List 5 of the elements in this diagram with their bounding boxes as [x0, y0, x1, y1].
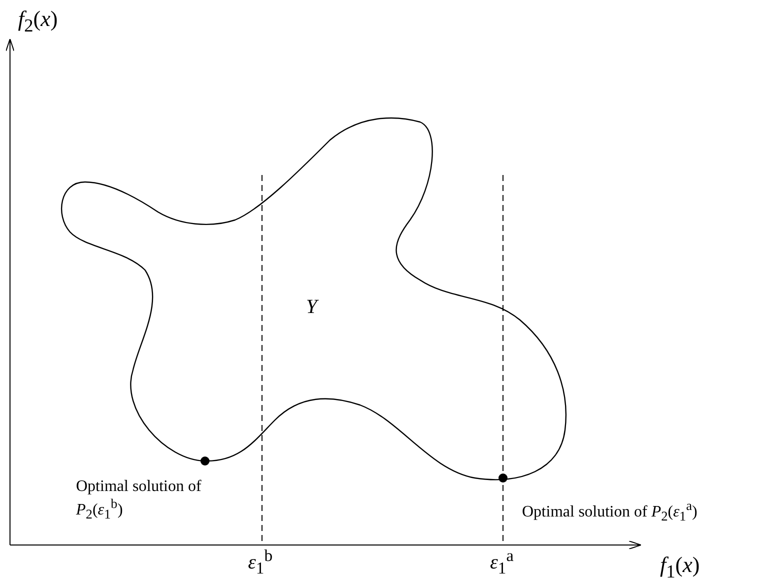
axis-label: f$_{1}$(x) — [660, 552, 700, 582]
annotation: Optimal solution of P$_{2}$(ε$_{1}$$^{a}$) — [522, 498, 698, 524]
annotation: Optimal solution of P$_{2}$(ε$_{1}$$^{b}$) — [76, 478, 202, 522]
axis-label: f$_{2}$(x) — [18, 6, 58, 36]
region-label: Y — [306, 296, 318, 319]
